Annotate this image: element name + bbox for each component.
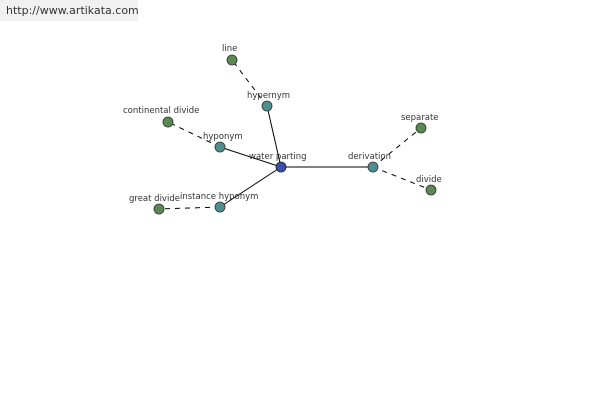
edge-center-hyponym bbox=[219, 146, 282, 168]
node-labels: water parting hypernym hyponym instance … bbox=[123, 44, 442, 204]
node-instance-hyponym[interactable] bbox=[214, 201, 226, 213]
node-hyponym[interactable] bbox=[214, 141, 226, 153]
label-hypernym: hypernym bbox=[247, 91, 290, 101]
site-url[interactable]: http://www.artikata.com bbox=[6, 4, 139, 17]
edge-instance-hyponym-great-divide bbox=[158, 206, 221, 210]
solid-edges bbox=[219, 105, 373, 208]
label-instance-hyponym: instance hyponym bbox=[180, 192, 258, 202]
leaf-nodes bbox=[153, 54, 437, 215]
url-bar: http://www.artikata.com bbox=[0, 0, 139, 21]
edge-derivation-divide bbox=[372, 166, 432, 191]
node-derivation[interactable] bbox=[367, 161, 379, 173]
dashed-edges bbox=[158, 59, 432, 210]
label-line: line bbox=[222, 44, 237, 54]
edge-center-hypernym bbox=[266, 105, 282, 168]
node-divide[interactable] bbox=[425, 184, 437, 196]
node-continental-divide[interactable] bbox=[162, 116, 174, 128]
label-divide: divide bbox=[416, 175, 442, 185]
edge-center-instance-hyponym bbox=[219, 166, 282, 208]
label-great-divide: great divide bbox=[129, 194, 180, 204]
node-line[interactable] bbox=[226, 54, 238, 66]
edge-derivation-separate bbox=[372, 127, 422, 168]
label-separate: separate bbox=[401, 113, 439, 123]
node-hypernym[interactable] bbox=[261, 100, 273, 112]
label-hyponym: hyponym bbox=[203, 132, 243, 142]
node-separate[interactable] bbox=[415, 122, 427, 134]
node-center[interactable] bbox=[275, 161, 287, 173]
label-continental-divide: continental divide bbox=[123, 106, 199, 116]
label-center: water parting bbox=[249, 152, 307, 162]
relation-nodes bbox=[214, 100, 379, 213]
label-derivation: derivation bbox=[348, 152, 391, 162]
node-great-divide[interactable] bbox=[153, 203, 165, 215]
